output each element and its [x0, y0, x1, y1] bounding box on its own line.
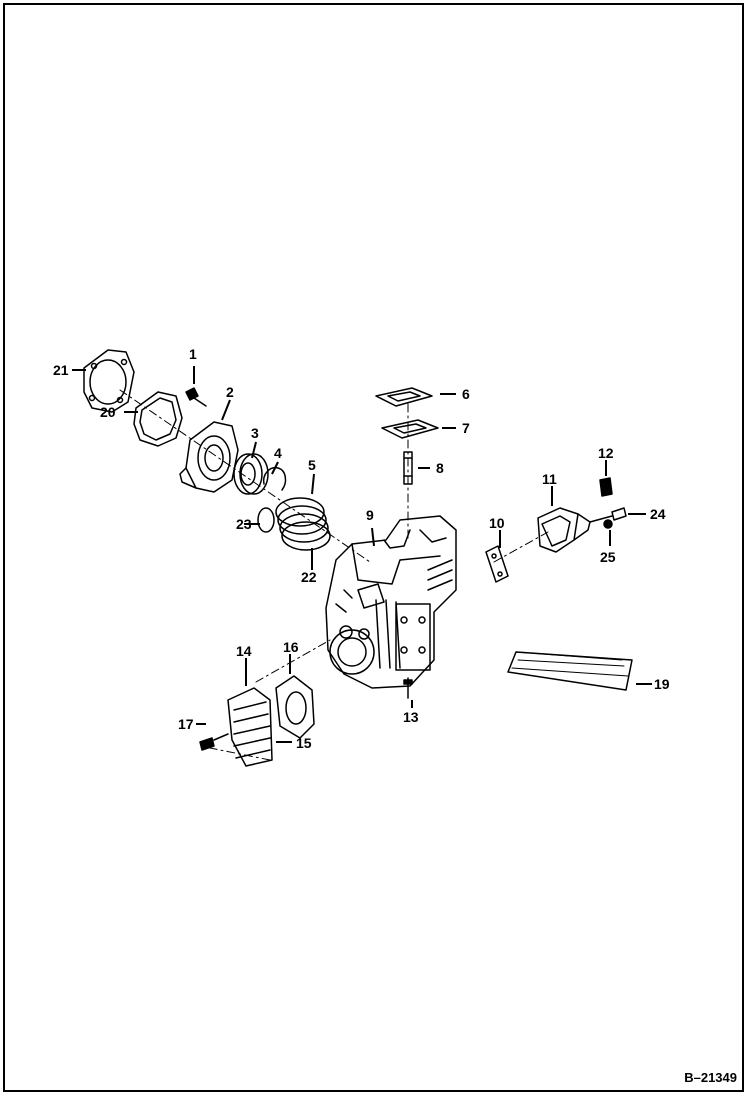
part-17-bolt — [199, 733, 229, 751]
document-id: B–21349 — [684, 1070, 737, 1085]
page-border — [3, 3, 744, 1092]
callout-11: 11 — [542, 471, 557, 487]
part-13-bolt — [403, 677, 413, 699]
part-7-gasket — [381, 419, 439, 439]
callout-20: 20 — [100, 404, 116, 420]
part-1-bolt — [185, 387, 207, 407]
part-19-strip — [507, 651, 633, 691]
callout-16: 16 — [283, 639, 299, 655]
callout-9: 9 — [366, 507, 374, 523]
callout-1: 1 — [189, 346, 197, 362]
callout-7: 7 — [462, 420, 470, 436]
part-21-cover-plate — [83, 349, 135, 413]
callout-13: 13 — [403, 709, 419, 725]
part-23-ring — [257, 507, 275, 533]
callout-25: 25 — [600, 549, 616, 565]
callout-12: 12 — [598, 445, 614, 461]
part-11-housing — [537, 507, 591, 553]
callout-15: 15 — [296, 735, 312, 751]
part-12-spring — [599, 477, 613, 497]
part-14-side-plate — [227, 687, 273, 767]
callout-5: 5 — [308, 457, 316, 473]
callout-8: 8 — [436, 460, 444, 476]
callout-23: 23 — [236, 516, 252, 532]
callout-6: 6 — [462, 386, 470, 402]
part-16-cover — [275, 675, 315, 739]
part-24-bolt — [589, 507, 627, 523]
part-4-snap-ring — [262, 466, 287, 491]
part-6-gasket — [375, 387, 433, 407]
callout-4: 4 — [274, 445, 282, 461]
part-10-plate — [485, 545, 509, 583]
part-3-bearing — [233, 453, 269, 495]
callout-19: 19 — [654, 676, 670, 692]
callout-21: 21 — [53, 362, 69, 378]
callout-17: 17 — [178, 716, 194, 732]
callout-2: 2 — [226, 384, 234, 400]
callout-14: 14 — [236, 643, 252, 659]
part-20-gasket — [133, 391, 183, 447]
part-25-nut — [603, 519, 613, 529]
callout-24: 24 — [650, 506, 666, 522]
part-2-housing — [179, 421, 239, 493]
callout-22: 22 — [301, 569, 317, 585]
callout-10: 10 — [489, 515, 505, 531]
callout-3: 3 — [251, 425, 259, 441]
part-5-ring-set — [275, 497, 331, 551]
part-9-engine-block — [325, 515, 457, 689]
